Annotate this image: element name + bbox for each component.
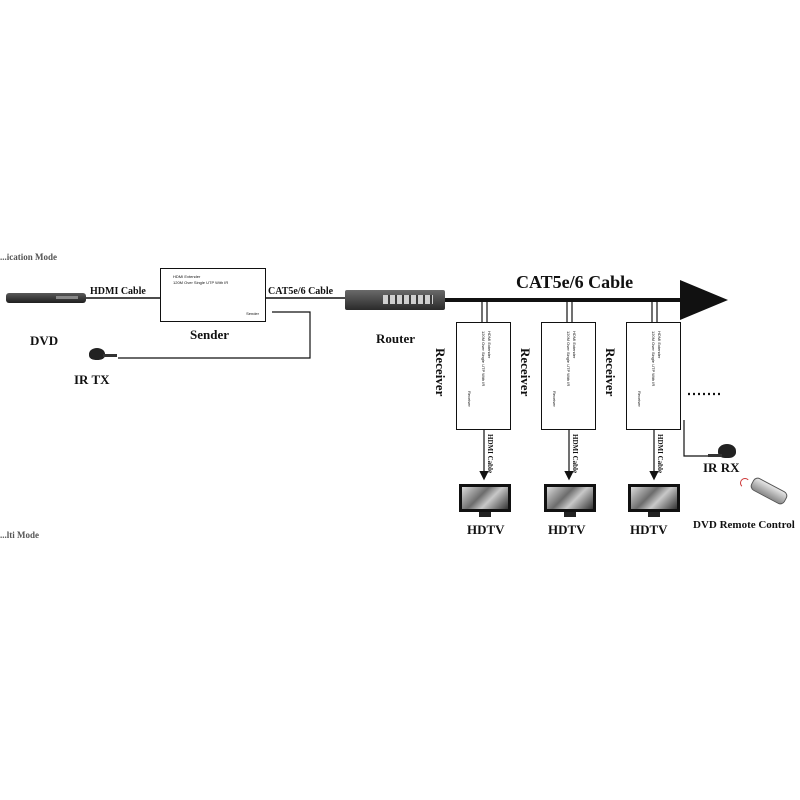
top-cut-label: ...ication Mode	[0, 252, 57, 262]
receiver-label: Receiver	[518, 348, 533, 397]
receiver-hdmi-cable-label: HDMI Cable	[656, 434, 664, 474]
dvd-label: DVD	[30, 333, 59, 348]
sender-box: HDMI Extender 120M Over Single UTP With …	[160, 268, 266, 322]
hdtv-icon	[459, 484, 511, 518]
receiver-label: Receiver	[433, 348, 448, 397]
hdmi-cable-label: HDMI Cable	[90, 286, 146, 297]
hdtv-label: HDTV	[630, 522, 668, 537]
ir-rx-label: IR RX	[703, 460, 740, 475]
receiver-hdmi-cable-label: HDMI Cable	[571, 434, 579, 474]
sender-label: Sender	[190, 327, 229, 342]
hdtv-icon	[628, 484, 680, 518]
receiver-box: HDMI Extender 120M Over Single UTP With …	[541, 322, 596, 430]
receiver-box: HDMI Extender 120M Over Single UTP With …	[456, 322, 511, 430]
receiver-label: Receiver	[603, 348, 618, 397]
hdtv-label: HDTV	[467, 522, 505, 537]
ir-rx-icon	[708, 444, 740, 464]
sender-box-line2: 120M Over Single UTP With IR	[173, 280, 229, 285]
hdtv-icon	[544, 484, 596, 518]
cat-bus-label: CAT5e/6 Cable	[516, 272, 634, 292]
hdtv-label: HDTV	[548, 522, 586, 537]
sender-box-line1: HDMI Extender	[173, 274, 201, 279]
ir-tx-label: IR TX	[74, 372, 110, 387]
ir-tx-icon	[85, 346, 117, 364]
remote-control-label: DVD Remote Control	[693, 519, 795, 531]
sender-box-footer: Sender	[246, 311, 259, 316]
router-icon	[345, 290, 445, 312]
cat-cable-label: CAT5e/6 Cable	[268, 286, 334, 297]
router-label: Router	[376, 331, 415, 346]
bottom-cut-label: ...lti Mode	[0, 530, 39, 540]
receiver-box: HDMI Extender 120M Over Single UTP With …	[626, 322, 681, 430]
ir-tx-line	[118, 311, 311, 359]
dvd-player-icon	[6, 291, 86, 305]
receiver-hdmi-cable-label: HDMI Cable	[486, 434, 494, 474]
remote-control-icon	[740, 475, 790, 508]
